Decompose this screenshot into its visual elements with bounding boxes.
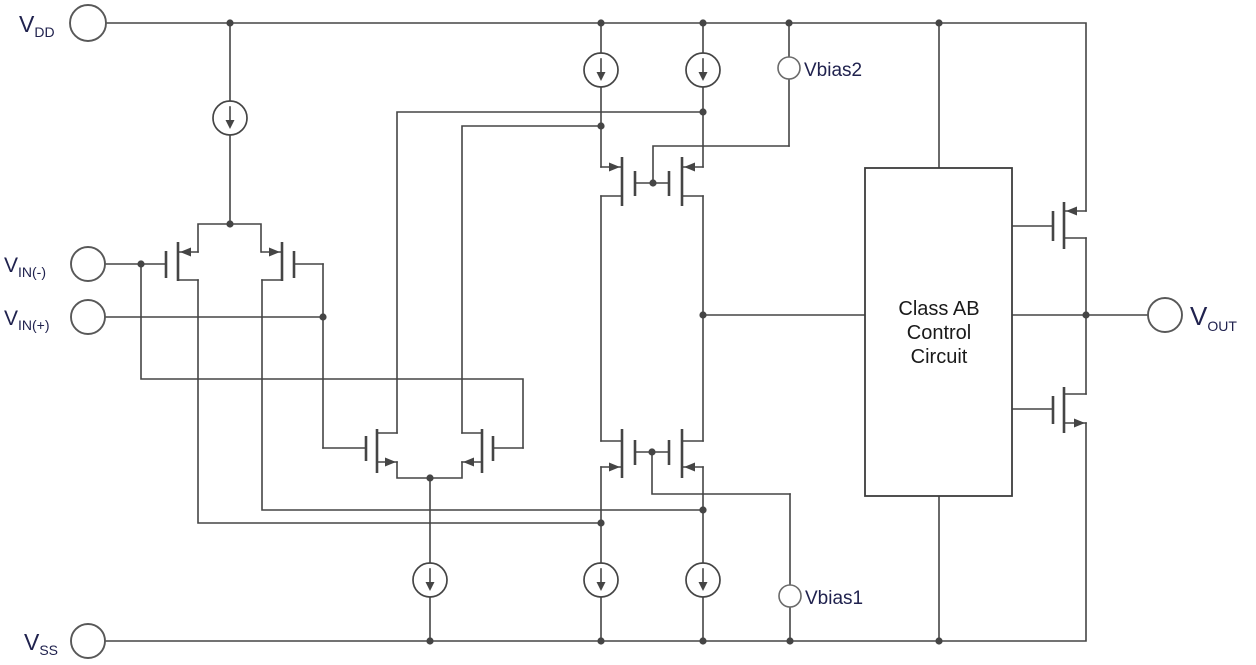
source-arrow [463, 457, 474, 467]
vout-terminal: VOUT [1147, 297, 1237, 334]
nmos-output-bottom [1011, 387, 1087, 433]
vdd-label: VDD [19, 11, 55, 40]
source-arrow [1074, 418, 1085, 428]
nmos-cascode-right [667, 429, 704, 478]
vin-minus-terminal: VIN(-) [4, 246, 106, 282]
vin-minus-terminal-circle [70, 246, 106, 282]
class-ab-label-line1: Class AB [898, 298, 979, 320]
vout-label: VOUT [1190, 301, 1237, 334]
junction-dots [137, 19, 1090, 645]
down-arrow-icon [698, 582, 708, 591]
source-arrow [609, 162, 620, 172]
current-source-cascode-left [583, 52, 619, 88]
pmos-input-left [140, 242, 199, 281]
vdd-terminal: VDD [19, 4, 107, 42]
current-source-sink-right [685, 562, 721, 598]
pmos-output-top [1011, 202, 1087, 249]
nmos-input-left [322, 429, 398, 473]
vout-terminal-circle [1147, 297, 1183, 333]
source-arrow [180, 247, 191, 257]
vss-terminal: VSS [24, 623, 106, 659]
vdd-terminal-circle [69, 4, 107, 42]
down-arrow-icon [425, 582, 435, 591]
pmos-input-right [261, 242, 324, 281]
down-arrow-icon [596, 72, 606, 81]
down-arrow-icon [596, 582, 606, 591]
vin-plus-terminal: VIN(+) [4, 299, 106, 335]
vbias1-terminal: Vbias1 [778, 584, 863, 609]
source-arrow [609, 462, 620, 472]
pmos-cascode-right [667, 157, 704, 206]
down-arrow-icon [225, 120, 235, 129]
current-source-tail-top [212, 100, 248, 136]
current-source-sink-left [583, 562, 619, 598]
current-source-tail-bottom [412, 562, 448, 598]
source-arrow [684, 162, 695, 172]
vin-minus-label: VIN(-) [4, 254, 46, 280]
pmos-cascode-left [600, 157, 670, 206]
nmos-cascode-left [600, 429, 670, 478]
class-ab-label-line3: Circuit [911, 346, 968, 368]
nmos-input-right [461, 429, 524, 473]
vdd-rail [105, 22, 1087, 212]
vbias2-terminal: Vbias2 [777, 56, 862, 81]
vbias1-label: Vbias1 [805, 588, 863, 609]
source-arrow [684, 462, 695, 472]
current-source-cascode-right [685, 52, 721, 88]
vss-terminal-circle [70, 623, 106, 659]
source-arrow [385, 457, 396, 467]
source-arrow [269, 247, 280, 257]
down-arrow-icon [698, 72, 708, 81]
vbias2-label: Vbias2 [804, 60, 862, 81]
vin-plus-terminal-circle [70, 299, 106, 335]
class-ab-label-line2: Control [907, 322, 971, 344]
vss-label: VSS [24, 629, 58, 658]
source-arrow [1066, 206, 1077, 216]
vbias1-terminal-circle [778, 584, 802, 608]
vbias2-terminal-circle [777, 56, 801, 80]
class-ab-block: Class AB Control Circuit [864, 167, 1013, 497]
vin-plus-label: VIN(+) [4, 307, 50, 333]
